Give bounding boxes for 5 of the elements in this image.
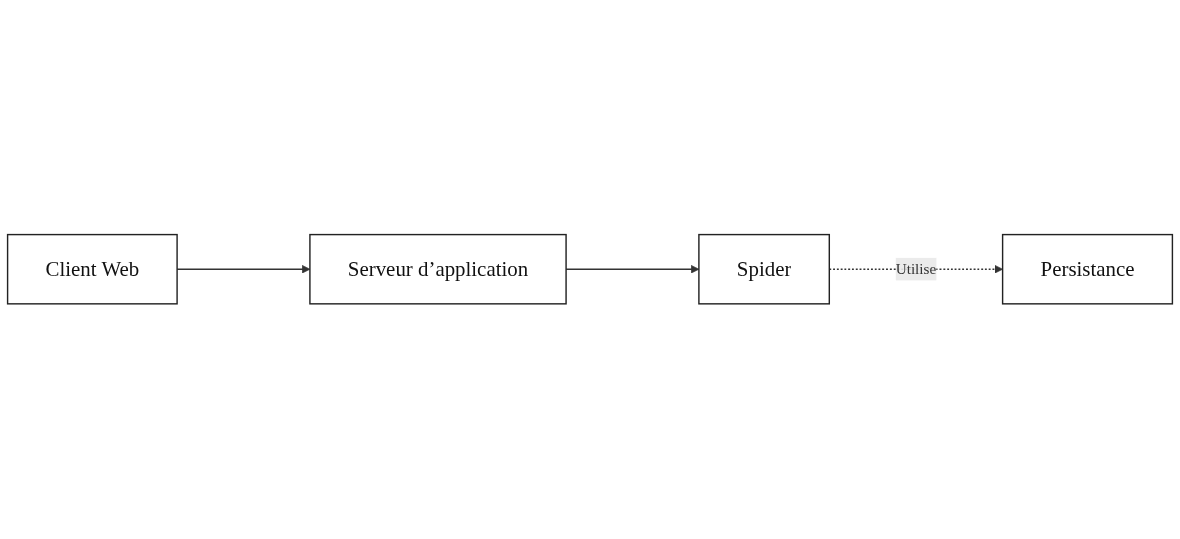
edge-label: Utilise [895, 260, 937, 278]
node-box: Serveur d’application [309, 234, 567, 305]
node-box: Persistance [1001, 234, 1174, 305]
node-box: Spider [698, 234, 830, 305]
node-box: Client Web [6, 234, 178, 305]
